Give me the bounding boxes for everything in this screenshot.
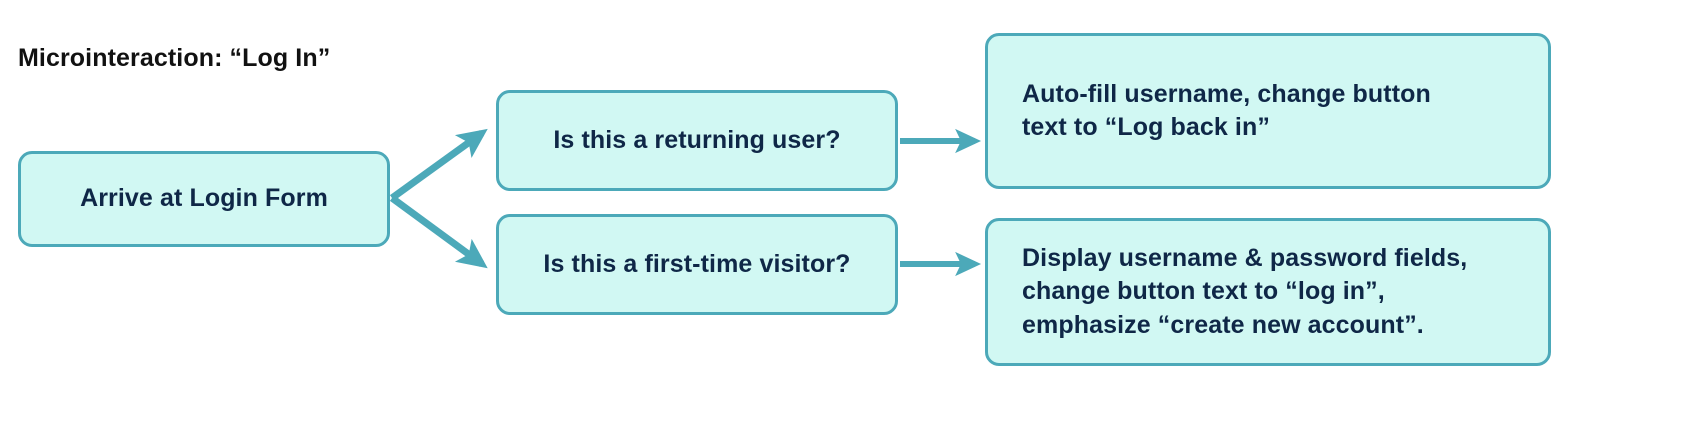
node-label: Arrive at Login Form	[80, 184, 328, 213]
node-is-returning-user[interactable]: Is this a returning user?	[496, 90, 898, 191]
node-label: Auto-fill username, change button text t…	[1022, 79, 1431, 141]
arrow-start-to-returning	[389, 128, 488, 201]
node-label: Display username & password fields, chan…	[1022, 244, 1468, 339]
node-autofill-username[interactable]: Auto-fill username, change button text t…	[985, 33, 1551, 189]
node-arrive-at-login-form[interactable]: Arrive at Login Form	[18, 151, 390, 247]
node-label: Is this a returning user?	[553, 125, 841, 154]
node-label: Is this a first-time visitor?	[543, 249, 851, 278]
node-display-username-password[interactable]: Display username & password fields, chan…	[985, 218, 1551, 366]
arrow-start-to-firsttime	[389, 195, 488, 269]
page-title: Microinteraction: “Log In”	[18, 44, 331, 72]
node-is-first-time-visitor[interactable]: Is this a first-time visitor?	[496, 214, 898, 315]
